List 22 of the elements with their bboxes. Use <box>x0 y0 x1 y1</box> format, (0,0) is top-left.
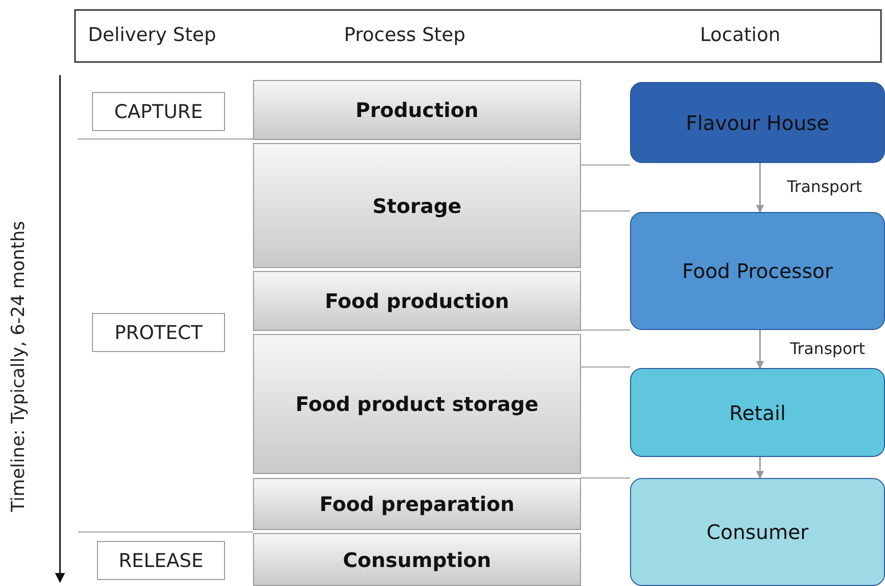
location-box: Retail <box>630 368 885 457</box>
column-heading: Process Step <box>344 24 466 46</box>
edge-label: Transport <box>787 177 862 196</box>
column-heading: Delivery Step <box>88 24 216 46</box>
process-step-box: Food production <box>253 271 581 331</box>
location-box: Consumer <box>630 478 885 586</box>
delivery-step-box: RELEASE <box>97 541 225 580</box>
process-step-box: Food product storage <box>253 334 581 474</box>
location-box: Flavour House <box>630 82 885 163</box>
process-step-box: Food preparation <box>253 478 581 530</box>
arrow <box>756 457 764 479</box>
timeline-label: Timeline: Typically, 6-24 months <box>8 221 29 512</box>
delivery-step-box: CAPTURE <box>92 92 225 131</box>
delivery-step-box: PROTECT <box>92 313 225 352</box>
process-step-box: Production <box>253 80 581 140</box>
arrow <box>756 163 764 213</box>
process-step-box: Consumption <box>253 533 581 586</box>
process-step-box: Storage <box>253 143 581 268</box>
edge-label: Transport <box>790 339 866 358</box>
column-heading: Location <box>700 24 780 46</box>
location-box: Food Processor <box>630 212 885 330</box>
arrow <box>756 330 764 369</box>
